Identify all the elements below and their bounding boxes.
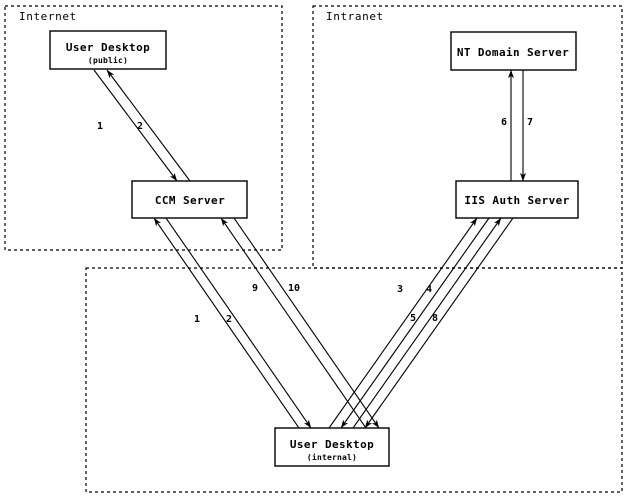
node-box-user-desktop-internal[interactable]: [274, 427, 390, 467]
node-box-iis-auth-server[interactable]: [455, 180, 579, 219]
node-user-desktop-public[interactable]: User Desktop (public): [49, 30, 167, 70]
node-iis-auth-server[interactable]: IIS Auth Server: [455, 180, 579, 219]
node-subtitle-user-desktop-public: (public): [88, 55, 128, 65]
flow-label-1-internal: 1: [194, 314, 200, 325]
node-nt-domain-server[interactable]: NT Domain Server: [450, 31, 577, 71]
arrow-flow-10: [233, 217, 380, 429]
arrow-flow-1-public: [93, 69, 178, 182]
connection-group-ccm-internal-910: [220, 217, 380, 429]
connection-group-iis-internal-34: [328, 217, 490, 429]
zone-internet-boundary: [4, 5, 283, 251]
zone-label-internet: Internet: [19, 10, 77, 23]
arrow-flow-3: [328, 217, 478, 429]
arrow-flow-2-internal: [165, 217, 312, 429]
arrow-flow-1-internal: [153, 217, 300, 429]
arrow-flow-2-public: [106, 69, 191, 182]
node-box-nt-domain-server[interactable]: [450, 31, 577, 71]
zone-intranet-boundary: [312, 5, 623, 269]
flow-label-9: 9: [252, 283, 258, 294]
node-user-desktop-internal[interactable]: User Desktop (internal): [274, 427, 390, 467]
connection-group-ccm-internal-12: [153, 217, 312, 429]
flow-label-5: 5: [410, 313, 416, 324]
node-title-user-desktop-internal: User Desktop: [290, 438, 374, 451]
flow-label-6: 6: [501, 117, 507, 128]
node-title-ccm-server: CCM Server: [155, 194, 225, 207]
node-subtitle-user-desktop-internal: (internal): [307, 452, 357, 462]
flow-label-3: 3: [397, 284, 403, 295]
flow-label-2-public: 2: [137, 121, 143, 132]
zone-internal-boundary: [85, 267, 623, 493]
arrow-flow-4: [340, 217, 490, 429]
flow-label-10: 10: [288, 283, 300, 294]
connection-group-iis-internal-58: [352, 217, 514, 429]
flow-label-1-public: 1: [97, 121, 103, 132]
zone-label-intranet: Intranet: [326, 10, 384, 23]
node-title-user-desktop-public: User Desktop: [66, 41, 150, 54]
node-box-user-desktop-public[interactable]: [49, 30, 167, 70]
node-ccm-server[interactable]: CCM Server: [131, 180, 248, 219]
node-box-ccm-server[interactable]: [131, 180, 248, 219]
flow-label-2-internal: 2: [226, 314, 232, 325]
connection-group-public-ccm: [93, 69, 191, 182]
flow-label-4: 4: [426, 284, 432, 295]
flow-label-7: 7: [527, 117, 533, 128]
flow-label-8: 8: [432, 313, 438, 324]
arrow-flow-9: [220, 217, 367, 429]
arrow-flow-5: [352, 217, 502, 429]
node-title-nt-domain-server: NT Domain Server: [457, 46, 569, 59]
arrow-flow-8: [364, 217, 514, 429]
connection-group-iis-nt: [508, 69, 526, 182]
node-title-iis-auth-server: IIS Auth Server: [464, 194, 569, 207]
